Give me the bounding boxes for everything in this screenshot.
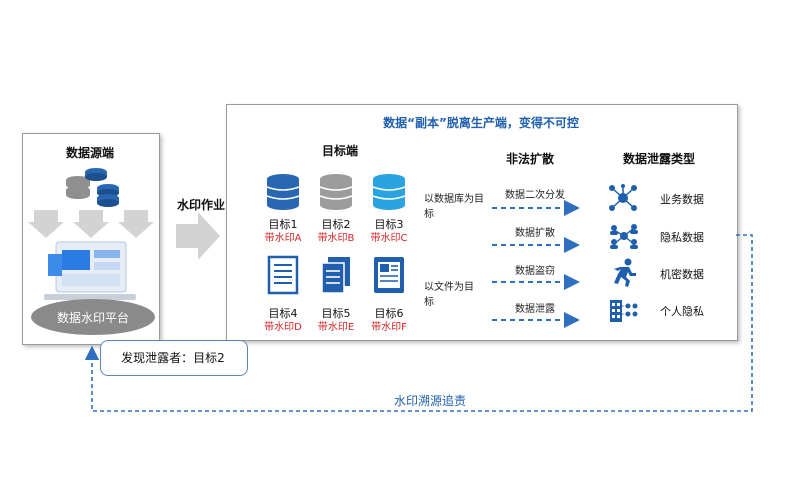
target-5-files-icon [321,257,350,294]
big-right-arrow-icon [176,212,220,260]
spread-item-1: 数据二次分发 [505,190,565,201]
target-3-name: 目标3 [374,218,404,231]
target-2-name: 目标2 [321,218,351,231]
target-6-newspaper-icon [374,257,404,293]
target-2-database-icon [319,174,353,210]
trace-label: 水印溯源追责 [393,394,466,408]
target-5-mark: 带水印E [317,322,355,333]
spread-item-3: 数据盗窃 [515,266,555,277]
building-people-icon [610,300,638,322]
target-3-database-icon [372,174,406,210]
people-network-icon [610,224,638,249]
spread-item-2: 数据扩散 [515,228,555,239]
target-4-mark: 带水印D [264,322,302,333]
callout-text: 发现泄露者：目标2 [121,351,225,365]
spread-item-4: 数据泄露 [515,304,555,315]
leak-type-2: 隐私数据 [660,231,704,244]
dashboard-laptop-icon [44,241,136,300]
runner-icon [614,258,636,287]
target-1-name: 目标1 [268,218,298,231]
target-5-name: 目标5 [321,307,351,320]
spread-arrows [492,200,580,328]
target-1-mark: 带水印A [264,233,302,244]
target-4-document-icon [267,255,299,295]
target-6-mark: 带水印F [371,322,407,333]
network-icon [609,184,637,211]
leak-type-1: 业务数据 [660,193,704,206]
down-arrows-icon [28,210,154,238]
db-target-label: 以数据库为目标 [424,194,484,220]
section-types: 数据泄露类型 [622,152,695,166]
server-stack-icon [66,168,119,207]
leak-type-4: 个人隐私 [660,305,704,318]
target-6-name: 目标6 [374,307,404,320]
target-3-mark: 带水印C [370,233,408,244]
main-panel [226,104,738,341]
watermark-op-label: 水印作业 [176,198,225,212]
target-1-database-icon [266,174,300,210]
platform-label: 数据水印平台 [56,311,129,325]
file-target-label: 以文件为目标 [424,282,474,308]
target-2-mark: 带水印B [317,233,355,244]
section-targets: 目标端 [321,144,358,158]
main-title: 数据“副本”脱离生产端，变得不可控 [383,116,579,130]
target-4-name: 目标4 [268,307,298,320]
platform-ellipse [31,299,155,335]
callout-box [100,340,248,376]
section-spread: 非法扩散 [505,152,554,166]
source-title: 数据源端 [65,146,114,160]
leak-type-3: 机密数据 [660,268,704,281]
